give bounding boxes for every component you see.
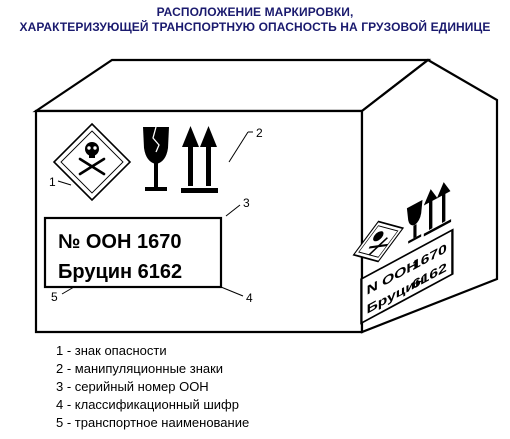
callout-3: 3	[243, 196, 250, 210]
title-line-2: ХАРАКТЕРИЗУЮЩЕЙ ТРАНСПОРТНУЮ ОПАСНОСТЬ Н…	[19, 20, 491, 34]
legend-item-3: 3 - серийный номер ООН	[56, 379, 209, 394]
box-top-face	[32, 58, 432, 113]
this-way-up-arrows-icon-side	[423, 182, 452, 237]
callout-2: 2	[256, 126, 263, 140]
fragile-glass-icon-side	[406, 199, 423, 244]
this-way-up-arrows-icon	[181, 126, 218, 193]
skull-crossbones-icon	[78, 142, 106, 176]
label-box-front	[43, 216, 223, 289]
callout-1: 1	[49, 175, 56, 189]
title-line-1: РАСПОЛОЖЕНИЕ МАРКИРОВКИ,	[156, 5, 354, 19]
front-un-number: № ООН 1670	[58, 231, 181, 253]
legend-item-1: 1 - знак опасности	[56, 343, 167, 358]
hazard-sign-side	[352, 220, 405, 263]
fragile-glass-icon	[143, 126, 169, 191]
callout-4: 4	[246, 291, 253, 305]
legend: 1 - знак опасности 2 - манипуляционные з…	[56, 342, 249, 432]
front-shipping-name: Бруцин 6162	[58, 261, 182, 283]
legend-item-5: 5 - транспортное наименование	[56, 415, 250, 430]
label-box-side	[360, 228, 454, 325]
hazard-sign-front	[52, 122, 132, 202]
legend-item-2: 2 - манипуляционные знаки	[56, 361, 224, 376]
legend-item-4: 4 - классификационный шифр	[56, 397, 239, 412]
callout-5: 5	[51, 290, 58, 304]
callout-lines	[57, 131, 253, 297]
